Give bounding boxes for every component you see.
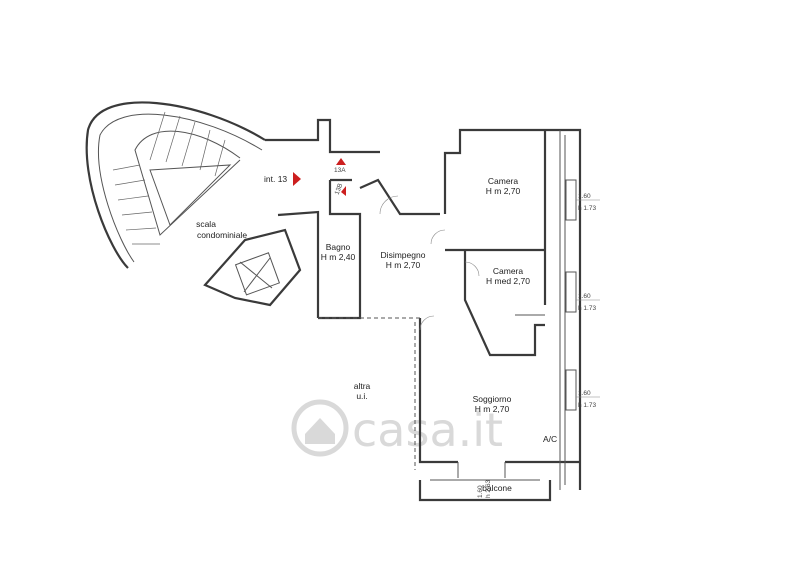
- window-1-height: h 1.73: [578, 205, 596, 212]
- window-2: [565, 271, 577, 313]
- ac-label: A/C: [543, 434, 557, 444]
- tag-13b: 13B: [334, 183, 345, 196]
- window-3: [565, 369, 577, 411]
- bagno-name: Bagno: [326, 242, 351, 252]
- lift-block: [203, 228, 302, 307]
- entry-arrow-icon: [293, 172, 301, 186]
- watermark-text: casa.it: [352, 403, 503, 457]
- watermark: casa.it: [291, 399, 503, 457]
- balcone-label: balcone: [482, 483, 512, 493]
- doors: [379, 195, 480, 331]
- camera2-height: H med 2,70: [486, 276, 530, 286]
- entry-label: int. 13: [264, 174, 287, 184]
- marker-13a-icon: [336, 158, 346, 165]
- bagno-height: H m 2,40: [321, 252, 356, 262]
- scala-label-2: condominiale: [197, 230, 247, 240]
- camera1-height: H m 2,70: [486, 186, 521, 196]
- camera1-name: Camera: [488, 176, 519, 186]
- apartment-walls: [265, 118, 582, 502]
- tag-13a: 13A: [334, 167, 346, 174]
- scala-label-1: scala: [196, 219, 216, 229]
- window-1: [565, 179, 577, 221]
- balcony-window-dim: 1.60 h 2.63: [477, 480, 492, 498]
- disimpegno-name: Disimpegno: [381, 250, 426, 260]
- window-dim-3: 1.60 h 1.73: [576, 390, 600, 409]
- window-3-height: h 1.73: [578, 402, 596, 409]
- camera2-name: Camera: [493, 266, 524, 276]
- altra-ui-line2: u.i.: [356, 391, 367, 401]
- window-2-height: h 1.73: [578, 305, 596, 312]
- soggiorno-height: H m 2,70: [475, 404, 510, 414]
- balcony-window-width: 1.60: [477, 485, 484, 498]
- stair-curved: [85, 101, 266, 269]
- altra-ui-line1: altra: [354, 381, 371, 391]
- window-3-width: 1.60: [578, 390, 591, 397]
- window-2-width: 1.60: [578, 293, 591, 300]
- disimpegno-height: H m 2,70: [386, 260, 421, 270]
- window-dim-2: 1.60 h 1.73: [576, 293, 600, 312]
- marker-13b-icon: [341, 186, 346, 196]
- window-dim-1: 1.60 h 1.73: [576, 193, 600, 212]
- window-1-width: 1.60: [578, 193, 591, 200]
- soggiorno-name: Soggiorno: [473, 394, 512, 404]
- balcony-window-height: h 2.63: [485, 480, 492, 498]
